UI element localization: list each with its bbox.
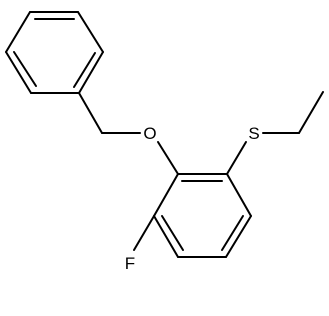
bond [78,51,104,94]
bond [5,11,31,53]
bond [5,51,32,94]
oxygen-label: O [143,124,156,143]
double-bond-inner [161,215,184,251]
bond [77,11,104,53]
bond [153,215,179,258]
bond-ring-fluorine [133,215,155,251]
bond-oxygen-ring [157,141,179,175]
bond [226,173,252,217]
bond [225,215,252,258]
bond-ch2-ch3 [298,91,324,134]
double-bond-inner [73,52,96,88]
fluorine-label: F [125,254,135,273]
fluoro-ring [153,173,252,258]
benzyl-ring [5,11,104,94]
double-bond-inner [221,215,244,251]
sulfur-label: S [248,124,259,143]
bond-ring-ch2 [78,92,103,134]
double-bond-inner [13,51,37,87]
bond-ring-sulfur [226,141,247,175]
bond [153,173,179,217]
